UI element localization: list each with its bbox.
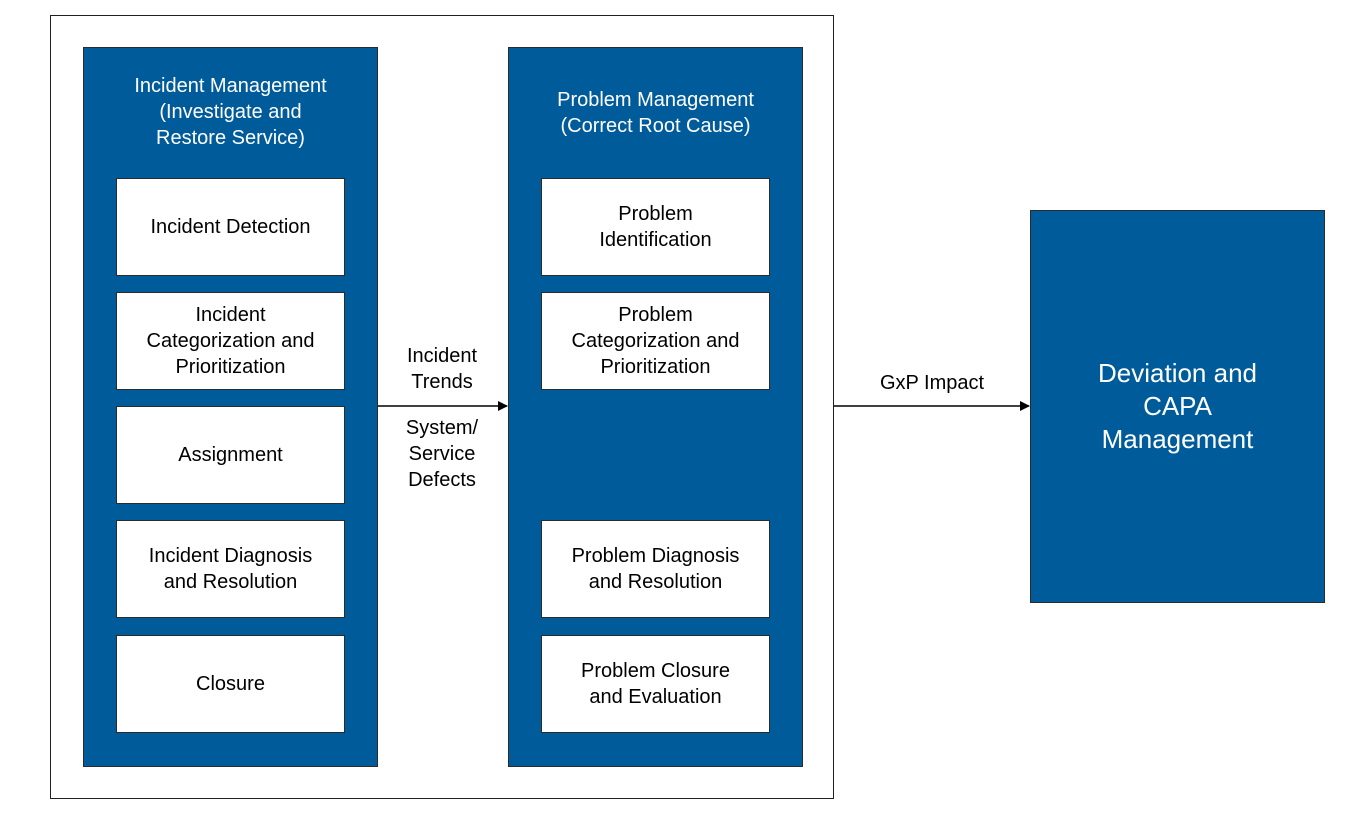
process-frame: [50, 15, 834, 799]
deviation-capa-management-box: Deviation and CAPA Management: [1030, 210, 1325, 603]
problem-management-title: Problem Management (Correct Root Cause): [557, 89, 754, 137]
step-problem-categorization: Problem Categorization and Prioritizatio…: [541, 292, 770, 390]
step-assignment: Assignment: [116, 406, 345, 504]
step-incident-detection: Incident Detection: [116, 178, 345, 276]
step-incident-categorization: Incident Categorization and Prioritizati…: [116, 292, 345, 390]
step-incident-diagnosis: Incident Diagnosis and Resolution: [116, 520, 345, 618]
label-incident-trends: Incident Trends: [406, 345, 478, 393]
step-closure: Closure: [116, 635, 345, 733]
label-system-service-defects: System/ Service Defects: [405, 417, 479, 491]
step-problem-diagnosis: Problem Diagnosis and Resolution: [541, 520, 770, 618]
label-gxp-impact: GxP Impact: [879, 372, 985, 394]
step-problem-identification: Problem Identification: [541, 178, 770, 276]
step-problem-closure: Problem Closure and Evaluation: [541, 635, 770, 733]
incident-management-title: Incident Management (Investigate and Res…: [134, 75, 327, 149]
